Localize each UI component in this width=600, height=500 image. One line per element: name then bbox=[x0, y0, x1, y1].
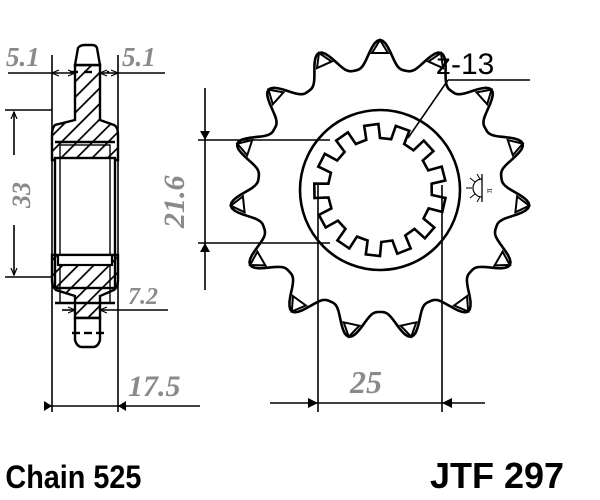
tooth-tip bbox=[315, 51, 334, 70]
side-view: 5.1 5.1 33 7.2 17.5 bbox=[5, 42, 200, 412]
dim-25: 25 bbox=[349, 364, 382, 400]
surface-finish-icon: π bbox=[466, 173, 494, 203]
tooth-tip bbox=[514, 194, 532, 214]
top-tooth-section bbox=[50, 63, 120, 162]
tooth-tip bbox=[267, 88, 286, 107]
tooth-tip bbox=[426, 51, 445, 70]
dim-5-1-right: 5.1 bbox=[122, 42, 156, 72]
tooth-tip bbox=[342, 320, 362, 339]
tooth-tip bbox=[452, 294, 470, 313]
dim-5-1-left: 5.1 bbox=[6, 42, 40, 72]
tooth-tips bbox=[228, 38, 532, 339]
top-tooth-tip bbox=[73, 43, 102, 67]
dim-7-2: 7.2 bbox=[128, 284, 158, 310]
tooth-tip bbox=[398, 320, 418, 339]
sprocket-outer-profile bbox=[229, 38, 531, 339]
hub-circle bbox=[298, 108, 462, 272]
dim-17-5: 17.5 bbox=[128, 370, 181, 403]
teeth-count-label: z-13 bbox=[436, 48, 494, 81]
tooth-tip bbox=[248, 249, 268, 267]
tooth-tip bbox=[370, 38, 390, 54]
tooth-tip bbox=[474, 88, 493, 107]
tooth-tip bbox=[290, 294, 308, 313]
dim-33: 33 bbox=[7, 182, 36, 209]
tooth-tip bbox=[235, 138, 254, 158]
spline-profile bbox=[312, 122, 448, 258]
svg-text:π: π bbox=[484, 188, 494, 193]
tooth-tip bbox=[506, 138, 525, 158]
leader-line-z13 bbox=[407, 79, 449, 139]
front-view: z-13 21.6 25 π bbox=[158, 38, 532, 412]
chain-label: Chain 525 bbox=[5, 460, 141, 496]
dim-21-6: 21.6 bbox=[158, 176, 191, 230]
part-number: JTF 297 bbox=[430, 455, 564, 496]
tooth-tip bbox=[228, 194, 246, 214]
tooth-tip bbox=[492, 249, 512, 267]
